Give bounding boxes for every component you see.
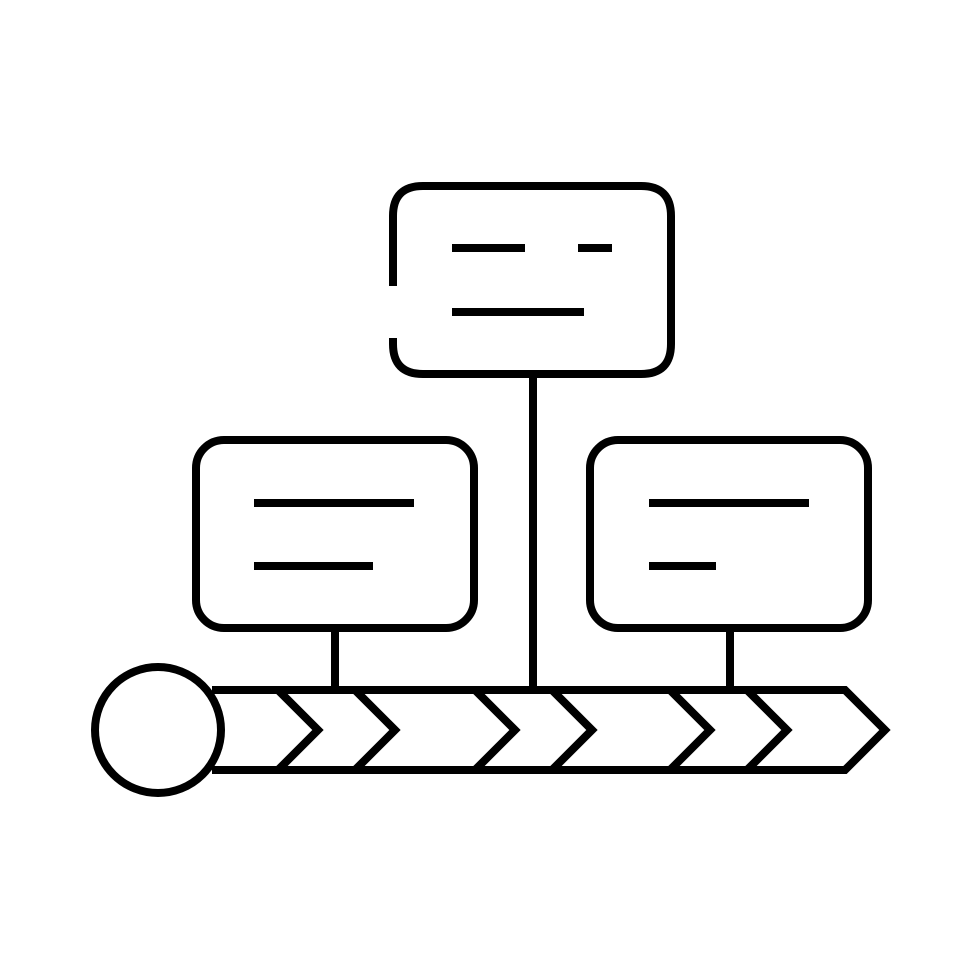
card-outline [389,182,675,378]
chevron [744,687,793,773]
milestone-card-top [389,182,675,378]
chevron [549,687,598,773]
arrow-outline [212,686,891,774]
chevron [667,687,716,773]
card-outline [192,436,478,632]
chevron [352,687,401,773]
chevron [275,687,324,773]
card-outline [586,436,872,632]
chevron [472,687,521,773]
timeline-arrow [212,686,891,774]
milestone-card-left [192,436,478,632]
timeline-start-circle [91,663,225,797]
milestone-card-right [586,436,872,632]
